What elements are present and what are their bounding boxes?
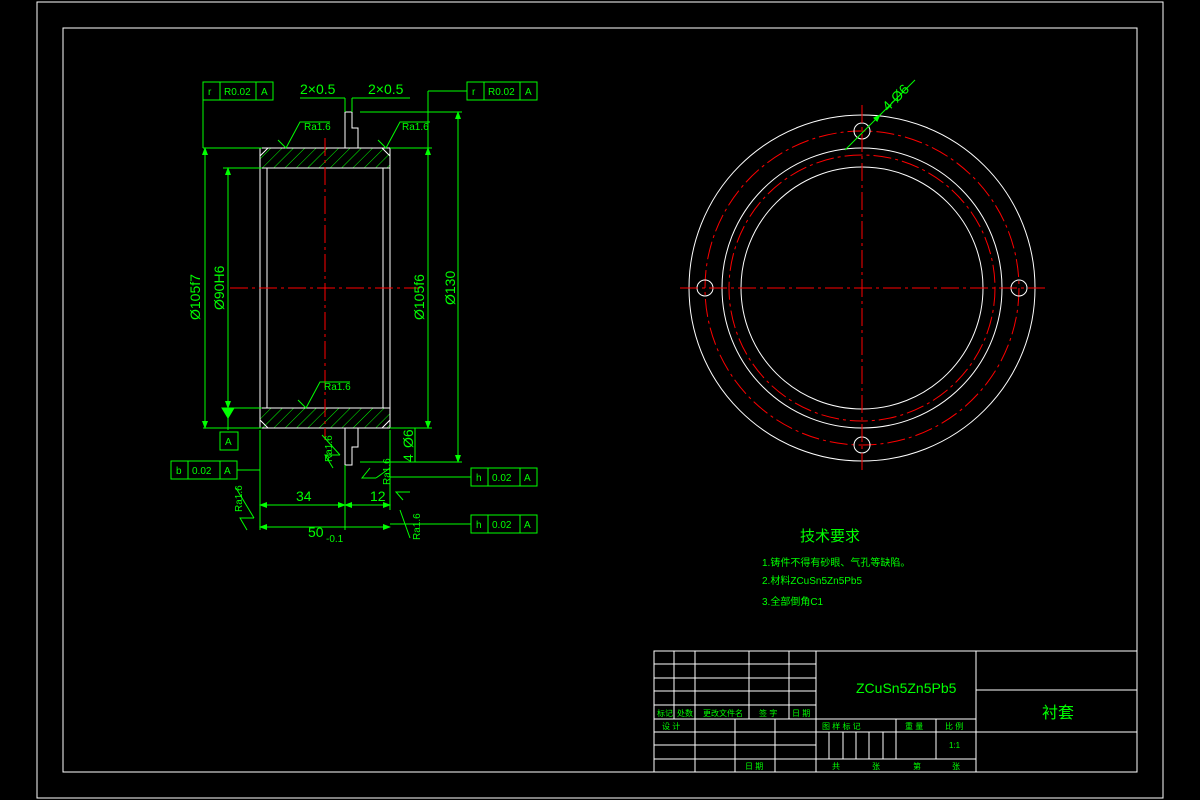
dim-length-12: 12: [370, 488, 386, 504]
groove-right-dim: 2×0.5: [368, 81, 404, 97]
tb-cell-riqi2: 日 期: [745, 762, 763, 771]
tol-top-right-symbol: r: [472, 87, 476, 98]
tb-cell-qianzi: 签 字: [759, 708, 777, 718]
tb-cell-di: 第: [913, 761, 921, 771]
section-view: [170, 81, 538, 539]
tol-right-2-value: 0.02: [492, 520, 512, 531]
dim-flange-thick: Ø6: [400, 429, 416, 448]
datum-a-label: A: [225, 437, 232, 448]
tech-req-item: 2.材料ZCuSn5Zn5Pb5: [762, 574, 862, 587]
tb-cell-riqi: 日 期: [792, 709, 810, 718]
roughness-label: Ra1.6: [402, 122, 429, 133]
groove-left-dim: 2×0.5: [300, 81, 336, 97]
dim-length-34: 34: [296, 488, 312, 504]
title-block-material: ZCuSn5Zn5Pb5: [856, 680, 957, 696]
inner-frame: [62, 27, 1138, 773]
tb-cell-bili: 比 例: [945, 721, 963, 731]
hole-callout: 4-Ø6: [879, 81, 912, 114]
roughness-label: Ra1.6: [382, 458, 393, 485]
tb-cell-sheji: 设 计: [662, 721, 680, 731]
tb-cell-scale: 1:1: [949, 741, 961, 750]
tech-req-item: 1.铸件不得有砂眼、气孔等缺陷。: [762, 556, 910, 569]
dim-length-50: 50: [308, 524, 324, 540]
tb-cell-gong: 共: [832, 762, 840, 771]
dim-outer-left: Ø105f7: [187, 274, 203, 320]
tol-top-right-datum: A: [525, 87, 532, 98]
plan-view: [680, 79, 1045, 470]
roughness-label: Ra1.6: [234, 485, 245, 512]
dim-bore: Ø90H6: [211, 265, 227, 310]
roughness-label: Ra1.6: [324, 435, 335, 462]
tb-cell-tuyang: 图 样 标 记: [822, 721, 861, 731]
dim-step: 4: [400, 454, 416, 462]
tol-left-symbol: b: [176, 466, 182, 477]
title-block: [653, 650, 1138, 773]
tol-left-value: 0.02: [192, 466, 212, 477]
tol-top-right-value: R0.02: [488, 87, 515, 98]
dim-length-50-tol: -0.1: [326, 534, 344, 545]
tol-top-left-datum: A: [261, 87, 268, 98]
tol-right-2-datum: A: [524, 520, 531, 531]
tol-top-left-symbol: r: [208, 87, 212, 98]
tol-right-1-value: 0.02: [492, 473, 512, 484]
title-block-part-name: 衬套: [1042, 704, 1074, 722]
roughness-label: Ra1.6: [324, 382, 351, 393]
tech-req-title: 技术要求: [800, 528, 860, 545]
tol-top-left-value: R0.02: [224, 87, 251, 98]
section-outline: [259, 147, 391, 429]
tol-right-1-symbol: h: [476, 473, 482, 484]
tb-cell-zhang2: 张: [952, 762, 960, 771]
tol-left-datum: A: [224, 466, 231, 477]
outer-frame: [36, 1, 1164, 799]
roughness-label: Ra1.6: [412, 513, 423, 540]
tol-right-2-symbol: h: [476, 520, 482, 531]
tb-cell-zhang: 张: [872, 762, 880, 771]
tb-cell-biaoji: 标记: [657, 708, 673, 718]
dim-outer-right: Ø105f6: [411, 274, 427, 320]
roughness-label: Ra1.6: [304, 122, 331, 133]
tb-cell-chushu: 处数: [677, 708, 693, 718]
tb-cell-zhongliang: 重 量: [905, 721, 923, 731]
tech-req-item: 3.全部倒角C1: [762, 595, 824, 608]
dim-flange: Ø130: [442, 271, 458, 305]
tb-cell-genggai: 更改文件名: [703, 708, 743, 718]
tol-right-1-datum: A: [524, 473, 531, 484]
